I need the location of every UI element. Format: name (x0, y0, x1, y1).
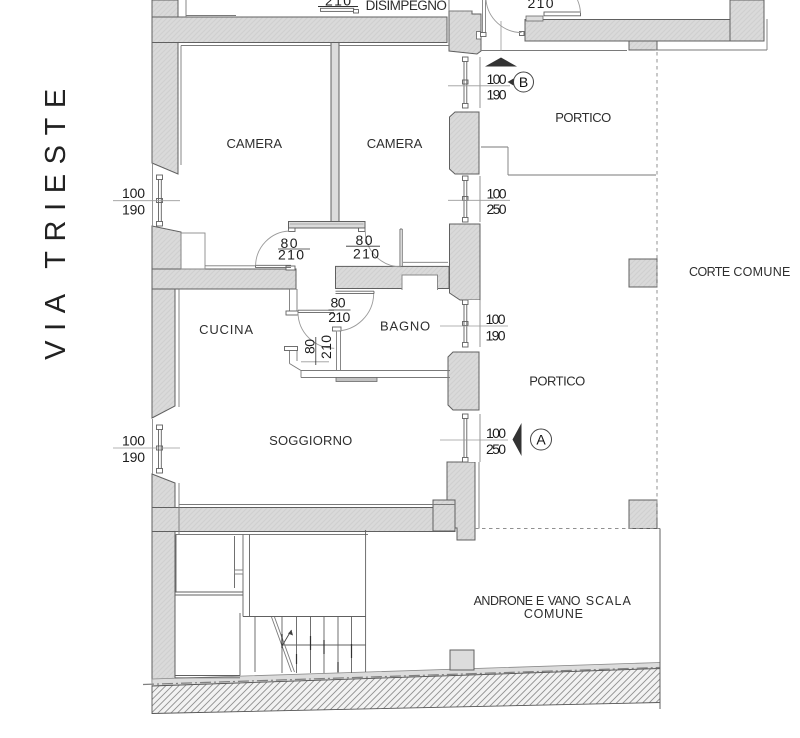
svg-text:100: 100 (486, 425, 506, 441)
svg-text:250: 250 (486, 441, 506, 457)
svg-text:PORTICO: PORTICO (555, 110, 611, 125)
svg-text:80: 80 (281, 235, 298, 251)
svg-text:CUCINA: CUCINA (199, 322, 254, 337)
svg-text:B: B (519, 74, 528, 90)
svg-text:PORTICO: PORTICO (529, 374, 585, 389)
svg-text:80: 80 (331, 295, 346, 311)
svg-text:ANDRONE: ANDRONE (474, 594, 533, 608)
svg-text:SCALA: SCALA (586, 594, 632, 608)
svg-text:190: 190 (487, 87, 507, 103)
svg-text:80: 80 (356, 232, 373, 248)
svg-text:E: E (536, 594, 544, 608)
svg-text:VIA TRIESTE: VIA TRIESTE (40, 79, 72, 360)
svg-text:210: 210 (353, 246, 379, 262)
svg-text:80: 80 (302, 339, 318, 354)
svg-text:190: 190 (122, 202, 145, 218)
svg-text:210: 210 (528, 0, 554, 11)
svg-text:100: 100 (486, 311, 506, 327)
svg-text:CAMERA: CAMERA (226, 136, 282, 151)
svg-text:COMUNE: COMUNE (524, 607, 584, 621)
svg-text:250: 250 (487, 201, 507, 217)
svg-text:100: 100 (122, 185, 145, 201)
svg-text:210: 210 (318, 335, 334, 359)
svg-text:210: 210 (328, 309, 350, 325)
svg-text:190: 190 (486, 328, 506, 344)
svg-text:100: 100 (122, 433, 145, 449)
svg-text:COMUNE: COMUNE (733, 265, 790, 279)
svg-text:SOGGIORNO: SOGGIORNO (269, 433, 352, 448)
svg-text:100: 100 (487, 71, 507, 87)
svg-text:CAMERA: CAMERA (367, 136, 423, 151)
svg-text:DISIMPEGNO: DISIMPEGNO (366, 0, 447, 13)
svg-text:210: 210 (278, 247, 304, 263)
svg-text:100: 100 (487, 186, 507, 202)
svg-text:BAGNO: BAGNO (380, 319, 431, 334)
svg-text:CORTE: CORTE (689, 265, 730, 279)
svg-text:A: A (536, 432, 546, 448)
svg-text:VANO: VANO (548, 594, 581, 608)
svg-text:210: 210 (325, 0, 351, 9)
svg-text:190: 190 (122, 449, 145, 465)
